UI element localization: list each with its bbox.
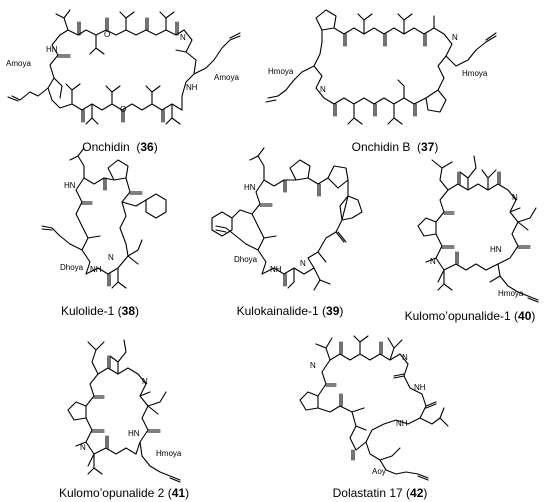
atom-n: N	[320, 85, 326, 94]
structure-37: N N Hmoya Hmoya	[265, 9, 497, 125]
compound-name: Kulokainalide-1	[236, 304, 319, 318]
atom-nh: NH	[90, 265, 102, 274]
residue-label: Hmoya	[462, 69, 488, 78]
compound-name: Kulolide-1	[60, 304, 115, 318]
compound-number: 40	[518, 309, 532, 323]
caption-41: Kulomo’opunalide 2 (41)	[58, 486, 190, 500]
caption-42: Dolastatin 17 (42)	[332, 486, 428, 500]
residue-label: Amoya	[214, 73, 239, 82]
atom-nh: NH	[414, 383, 426, 392]
compound-number: 36	[140, 140, 154, 154]
atom-n: N	[300, 259, 306, 268]
caption-37: Onchidin B (37)	[351, 140, 439, 154]
atom-n: N	[108, 253, 114, 262]
atom-n: N	[80, 443, 86, 452]
atom-n: N	[310, 361, 316, 370]
atom-nh: NH	[186, 83, 198, 92]
atom-n: N	[402, 353, 408, 362]
compound-number: 42	[410, 486, 424, 500]
caption-38: Kulolide-1 (38)	[60, 304, 140, 318]
residue-label: Dhoya	[234, 255, 258, 264]
compound-number: 38	[121, 304, 136, 318]
compound-number: 37	[421, 140, 435, 154]
atom-nh: HN	[64, 181, 76, 190]
atom-nh: HN	[128, 429, 140, 438]
atom-n: N	[452, 33, 458, 42]
structure-36: HN NH N O O Amoya Amoya	[6, 9, 241, 125]
structure-42: N N NH NH Aoy	[299, 335, 449, 481]
compound-number: 41	[171, 486, 186, 500]
structure-41: HN N N Hmoya	[67, 339, 182, 483]
compound-name: Dolastatin 17	[332, 486, 403, 500]
structure-38: HN NH N Dhoya	[41, 147, 167, 289]
caption-36: Onchidin (36)	[82, 140, 158, 154]
compound-name: Kulomo’opunalide 2	[58, 486, 165, 500]
compound-name: Onchidin B	[351, 140, 411, 154]
atom-nh: HN	[244, 183, 256, 192]
compound-name: Kulomo’opunalide-1	[404, 309, 511, 323]
atom-n: N	[180, 33, 186, 42]
atom-n: N	[430, 257, 436, 266]
compound-name: Onchidin	[82, 140, 130, 154]
caption-40: Kulomo’opunalide-1 (40)	[404, 309, 536, 323]
residue-label: Dhoya	[60, 263, 84, 272]
residue-label: Amoya	[6, 59, 31, 68]
residue-label: Hmoya	[498, 289, 524, 298]
caption-39: Kulokainalide-1 (39)	[236, 304, 344, 318]
compound-number: 39	[326, 304, 340, 318]
structure-39: HN NH N Dhoya	[211, 147, 363, 291]
atom-nh: HN	[490, 245, 502, 254]
atom-n: N	[512, 193, 518, 202]
atom-o: O	[120, 105, 126, 114]
atom-n: N	[142, 377, 148, 386]
residue-label: Hmoya	[268, 67, 294, 76]
atom-nh: HN	[46, 45, 58, 54]
residue-label: Aoy	[372, 467, 386, 476]
atom-nh: NH	[270, 265, 282, 274]
atom-nh: NH	[396, 419, 408, 428]
structure-40: HN N N Hmoya	[417, 155, 539, 303]
residue-label: Hmoya	[156, 449, 182, 458]
atom-o: O	[104, 30, 110, 39]
